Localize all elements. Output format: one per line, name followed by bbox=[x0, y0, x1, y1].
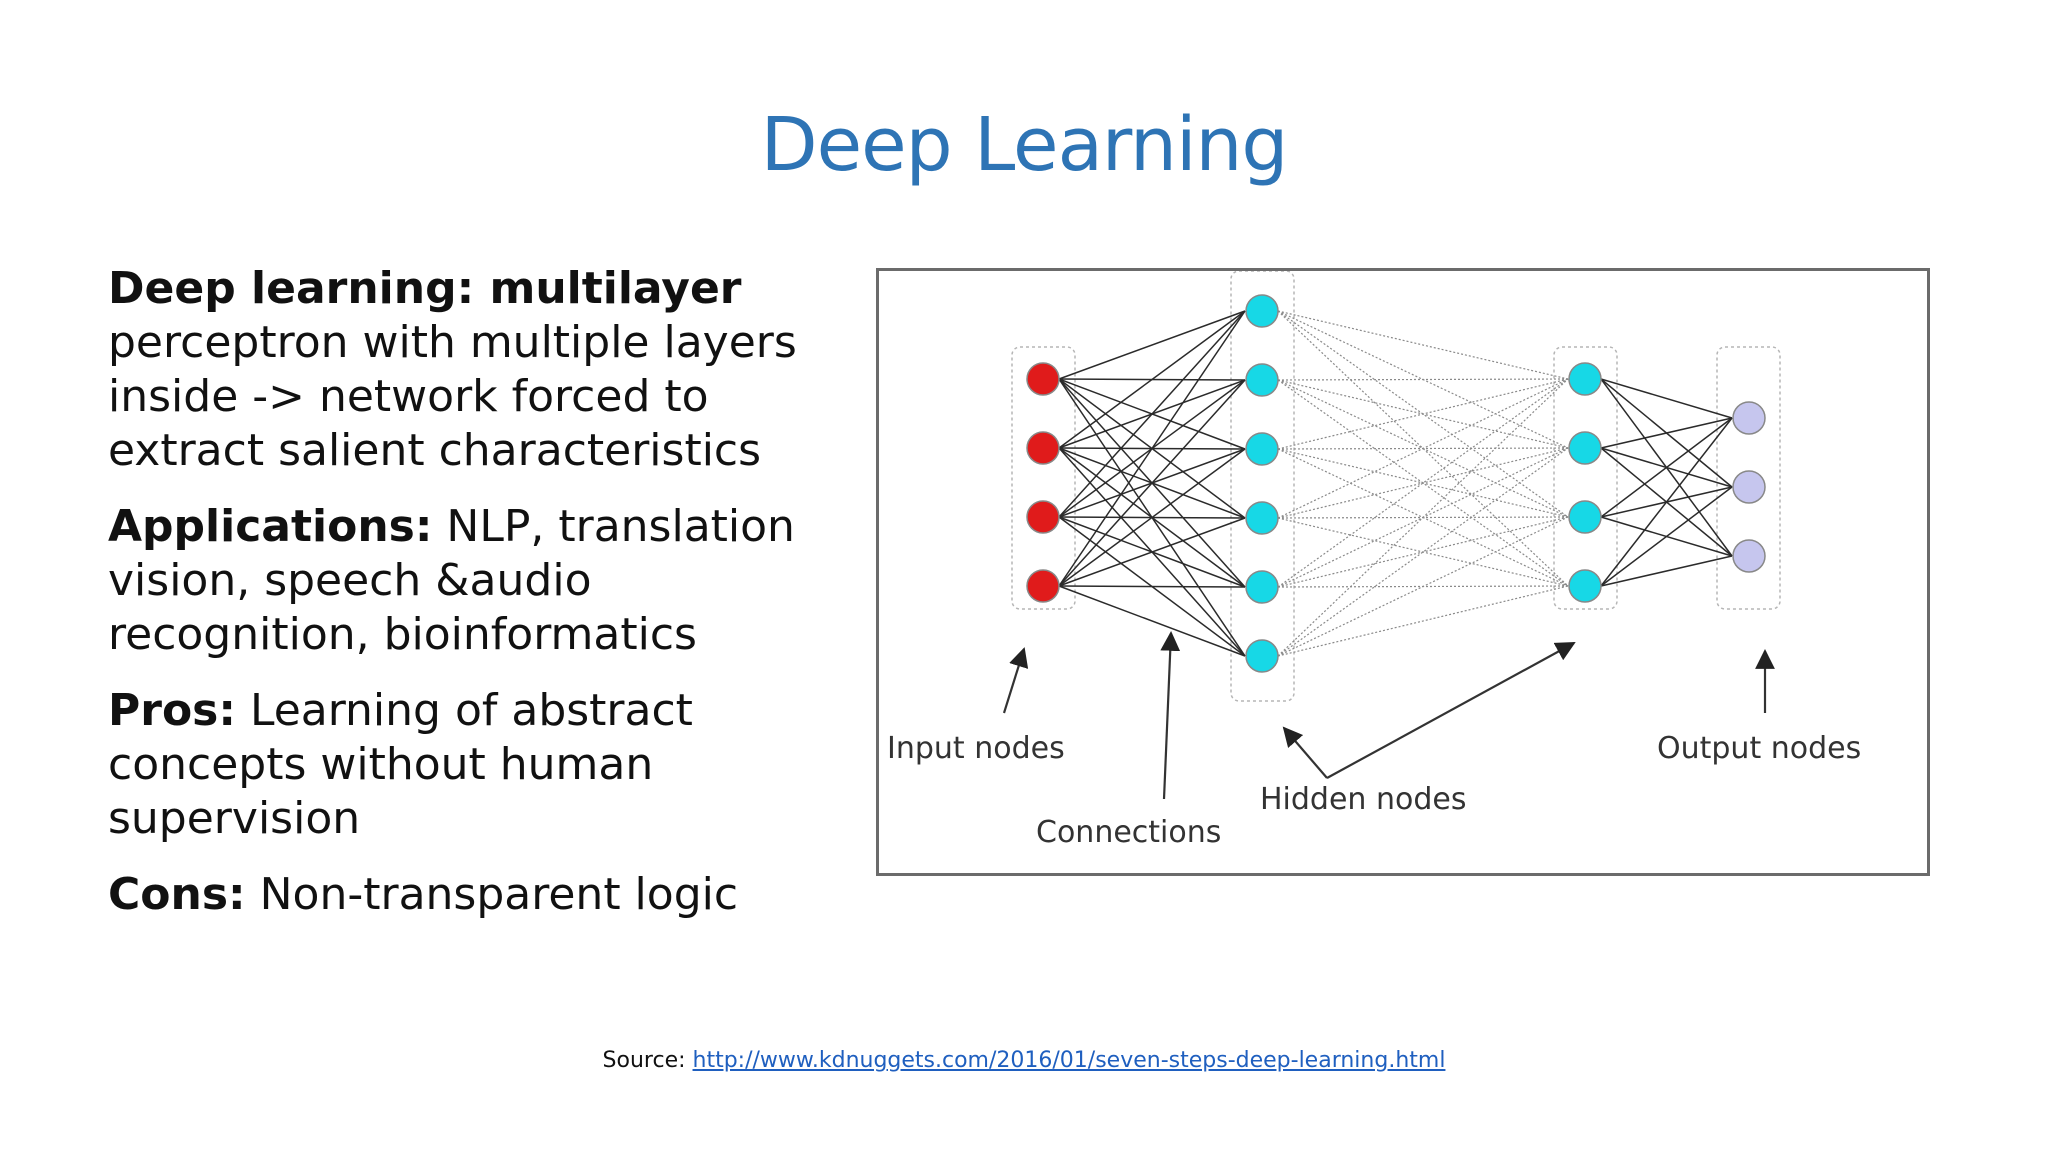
connection-line bbox=[1277, 378, 1569, 519]
connection-line bbox=[1058, 310, 1246, 587]
connection-line bbox=[1277, 447, 1569, 657]
node-hidden-2 bbox=[1568, 362, 1602, 396]
connection-line bbox=[1277, 378, 1569, 381]
connection-line bbox=[1277, 378, 1569, 657]
node-hidden-1 bbox=[1245, 363, 1279, 397]
node-hidden-1 bbox=[1245, 501, 1279, 535]
connection-line bbox=[1058, 585, 1246, 657]
node-hidden-1 bbox=[1245, 639, 1279, 673]
bullet-text: Non-transparent logic bbox=[245, 869, 739, 920]
connection-line bbox=[1277, 378, 1569, 588]
connection-line bbox=[1058, 310, 1246, 449]
node-output bbox=[1732, 539, 1766, 573]
connection-line bbox=[1277, 585, 1569, 657]
layer-box-hidden-2 bbox=[1553, 346, 1618, 610]
bullet-deep-learning: Deep learning: multilayer perceptron wit… bbox=[108, 262, 828, 478]
connection-line bbox=[1058, 379, 1246, 587]
input-arrow bbox=[1002, 647, 1029, 714]
hidden-arrow-right bbox=[1326, 642, 1576, 779]
connections-label: Connections bbox=[1036, 815, 1221, 850]
bullet-label: Pros: bbox=[108, 685, 236, 736]
bullet-label: Applications: bbox=[108, 501, 433, 552]
connection-line bbox=[1058, 585, 1246, 588]
connection-line bbox=[1277, 516, 1569, 657]
node-hidden-1 bbox=[1245, 570, 1279, 604]
node-input bbox=[1026, 500, 1060, 534]
node-hidden-2 bbox=[1568, 500, 1602, 534]
connection-line bbox=[1600, 417, 1733, 518]
source-prefix: Source: bbox=[602, 1048, 693, 1073]
bullet-label: Cons: bbox=[108, 869, 246, 920]
connection-line bbox=[1058, 517, 1246, 587]
node-hidden-2 bbox=[1568, 431, 1602, 465]
connection-line bbox=[1600, 417, 1733, 449]
bullet-label: Deep learning: multilayer bbox=[108, 263, 742, 314]
node-input bbox=[1026, 431, 1060, 465]
node-hidden-2 bbox=[1568, 569, 1602, 603]
neural-network-diagram: Input nodes Connections Hidden nodes Out… bbox=[887, 271, 1861, 850]
node-hidden-1 bbox=[1245, 432, 1279, 466]
neural-network-figure: Input nodes Connections Hidden nodes Out… bbox=[876, 268, 1930, 876]
connection-line bbox=[1277, 310, 1569, 587]
node-input bbox=[1026, 362, 1060, 396]
bullet-applications: Applications: NLP, translation vision, s… bbox=[108, 500, 828, 662]
bullet-pros: Pros: Learning of abstract concepts with… bbox=[108, 684, 828, 846]
connection-line bbox=[1600, 378, 1733, 419]
connection-line bbox=[1277, 516, 1569, 588]
layer-box-input bbox=[1011, 346, 1076, 610]
layer-box-hidden-1 bbox=[1230, 271, 1295, 702]
bullet-cons: Cons: Non-transparent logic bbox=[108, 868, 828, 922]
node-input bbox=[1026, 569, 1060, 603]
bullet-text: Learning of abstract concepts without hu… bbox=[108, 685, 693, 844]
node-output bbox=[1732, 470, 1766, 504]
source-link[interactable]: http://www.kdnuggets.com/2016/01/seven-s… bbox=[692, 1048, 1446, 1073]
node-hidden-1 bbox=[1245, 294, 1279, 328]
output-nodes-label: Output nodes bbox=[1657, 731, 1861, 766]
bullet-text: perceptron with multiple layers inside -… bbox=[108, 317, 797, 476]
connection-line bbox=[1600, 417, 1733, 587]
connection-line bbox=[1058, 310, 1246, 518]
connection-line bbox=[1277, 447, 1569, 519]
layer-box-output bbox=[1716, 346, 1781, 610]
bullet-list: Deep learning: multilayer perceptron wit… bbox=[108, 262, 828, 944]
slide-title: Deep Learning bbox=[760, 102, 1289, 188]
input-nodes-label: Input nodes bbox=[887, 731, 1065, 766]
connection-line bbox=[1277, 310, 1569, 380]
connection-line bbox=[1058, 448, 1246, 587]
bullet-text: NLP, translation vision, speech &audio r… bbox=[108, 501, 795, 660]
hidden-nodes-label: Hidden nodes bbox=[1260, 782, 1466, 817]
connections-arrow bbox=[1160, 631, 1181, 800]
source-citation: Source: http://www.kdnuggets.com/2016/01… bbox=[0, 1048, 2048, 1073]
hidden-arrow-left bbox=[1282, 726, 1328, 779]
connection-line bbox=[1600, 555, 1733, 587]
node-output bbox=[1732, 401, 1766, 435]
connection-line bbox=[1277, 378, 1569, 450]
connection-line bbox=[1600, 486, 1733, 587]
connection-line bbox=[1058, 310, 1246, 380]
